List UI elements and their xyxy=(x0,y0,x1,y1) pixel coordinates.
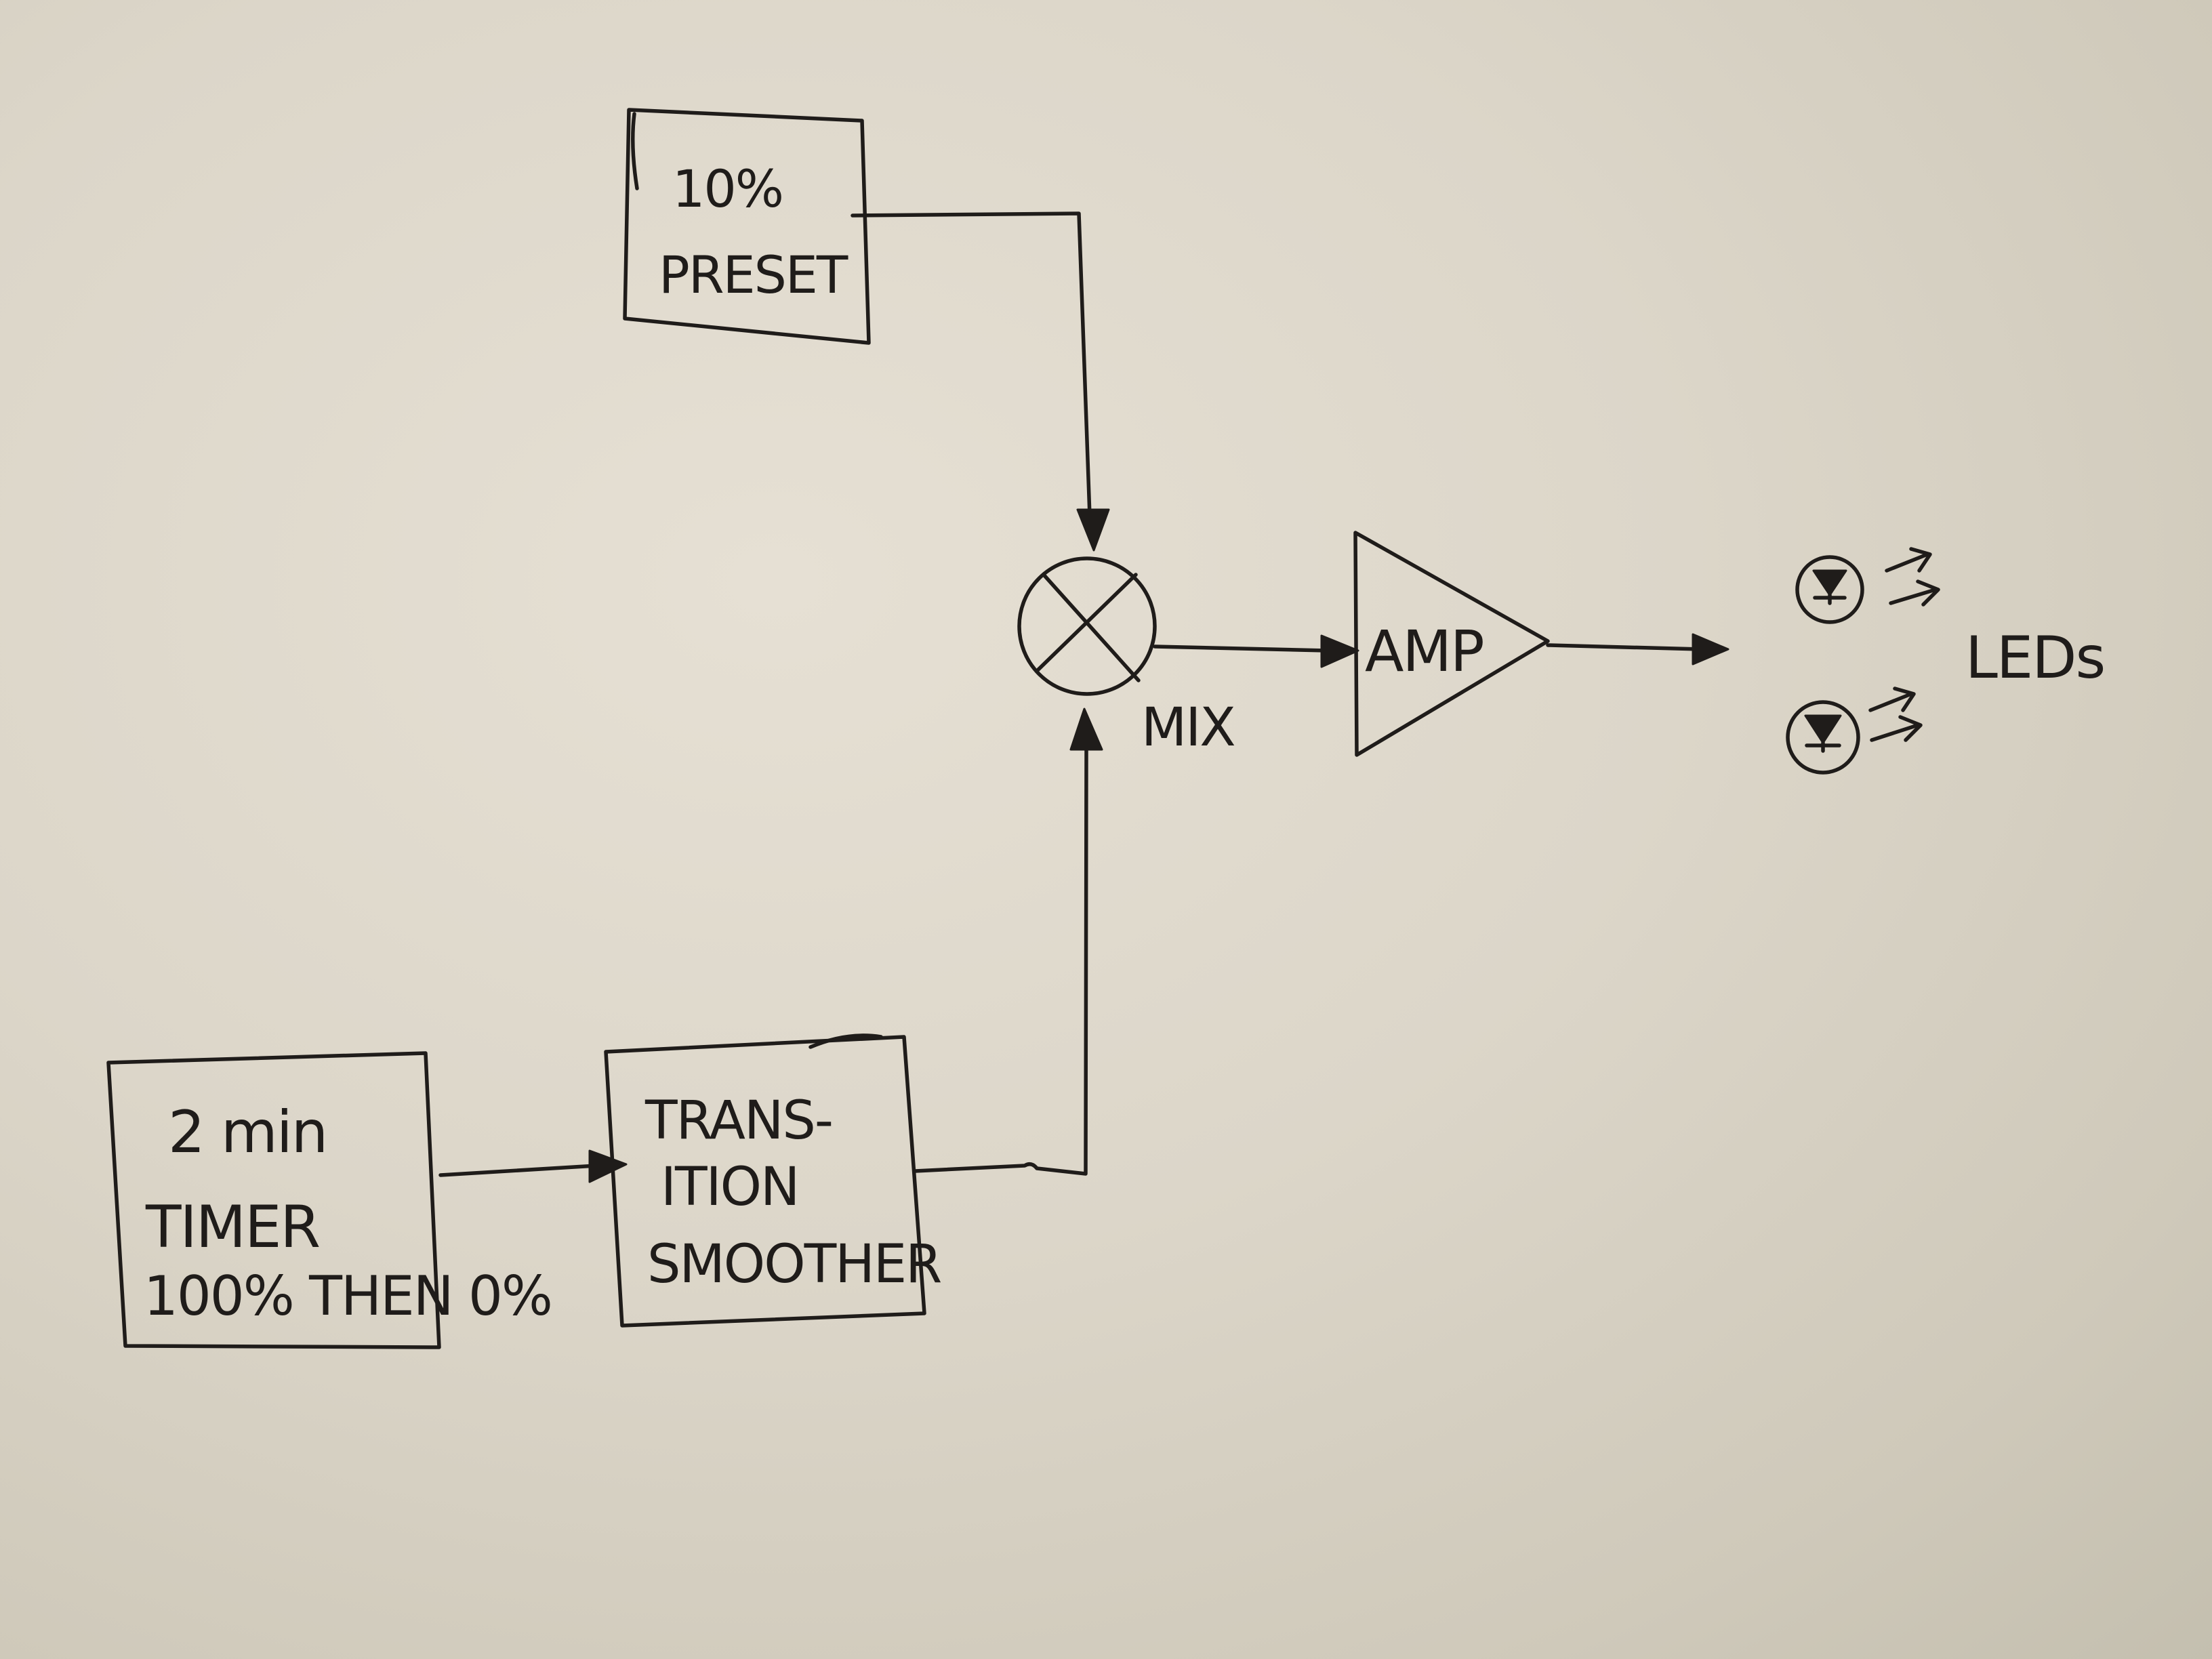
arrowhead-up xyxy=(1069,708,1103,751)
amp-to-leds-wire xyxy=(1546,643,1703,651)
timer-duration-text: 2 min xyxy=(168,1099,327,1166)
timer-label-text: TIMER xyxy=(145,1193,319,1261)
amp-label-text: AMP xyxy=(1365,618,1483,684)
preset-value-text: 10% xyxy=(672,159,783,219)
smoother-to-mix-wire xyxy=(913,747,1088,1176)
preset-block: 10% PRESET xyxy=(623,108,871,345)
timer-to-smoother-wire xyxy=(438,1164,598,1177)
smoother-block: TRANS- ITION SMOOTHER xyxy=(604,1033,942,1328)
connections xyxy=(438,211,1729,1183)
smoother-line3-text: SMOOTHER xyxy=(647,1234,941,1295)
smoother-line1-text: TRANS- xyxy=(644,1090,832,1151)
led-group: LEDs xyxy=(1786,547,2106,775)
preset-to-mix-wire xyxy=(851,211,1092,518)
smoother-line2-text: ITION xyxy=(661,1157,798,1218)
timer-behavior-text: 100% THEN 0% xyxy=(144,1265,552,1328)
arrowhead-right xyxy=(1692,633,1729,665)
mix-to-amp-wire xyxy=(1153,644,1329,653)
led-icon xyxy=(1795,547,1940,624)
timer-block: 2 min TIMER 100% THEN 0% xyxy=(106,1051,553,1349)
arrowhead-right xyxy=(1320,634,1359,668)
arrowhead-down xyxy=(1076,508,1110,552)
leds-label-text: LEDs xyxy=(1965,624,2104,692)
amplifier-block: AMP xyxy=(1353,531,1550,757)
led-icon xyxy=(1786,687,1923,775)
mix-label-text: MIX xyxy=(1141,697,1235,758)
mixer-node: MIX xyxy=(1017,556,1236,758)
arrowhead-right xyxy=(588,1149,628,1183)
preset-label-text: PRESET xyxy=(659,245,848,305)
